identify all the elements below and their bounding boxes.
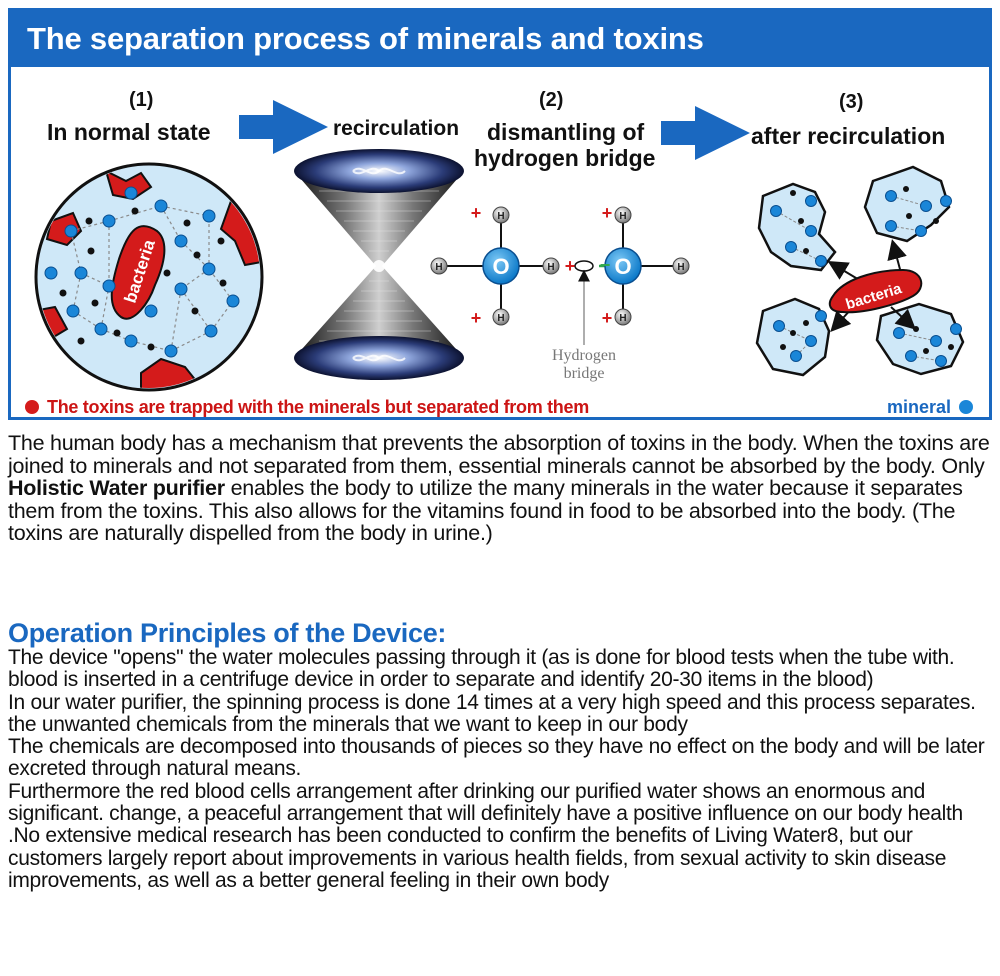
centrifuge-vortex-graphic	[294, 149, 464, 380]
step-1-number: (1)	[129, 89, 154, 111]
principle-paragraph: The device "opens" the water molecules p…	[8, 646, 955, 692]
oxygen-atom-1: O	[492, 254, 509, 279]
after-recirculation-clusters: bacteria	[755, 165, 965, 377]
positive-charge: +	[602, 308, 613, 328]
step-2-label-line2: hydrogen bridge	[474, 145, 656, 171]
positive-charge: +	[471, 203, 482, 223]
mineral-legend-dot	[959, 400, 973, 414]
hydrogen-atom: H	[547, 262, 554, 273]
positive-charge: +	[471, 308, 482, 328]
hydrogen-atom: H	[677, 262, 684, 273]
intro-paragraph: The human body has a mechanism that prev…	[8, 432, 998, 545]
oxygen-atom-2: O	[614, 254, 631, 279]
recirculation-label: recirculation	[333, 117, 460, 140]
step-2-label-line1: dismantling of	[487, 119, 645, 145]
negative-charge: −	[600, 255, 611, 275]
principle-paragraph: In our water purifier, the spinning proc…	[8, 690, 976, 736]
intro-text-2: enables the body to utilize the many min…	[8, 476, 963, 545]
toxins-caption: The toxins are trapped with the minerals…	[25, 397, 589, 418]
hydrogen-bridge-label-line1: Hydrogen	[552, 347, 616, 364]
step-3-label: after recirculation	[751, 123, 946, 149]
section-heading: Operation Principles of the Device:	[8, 618, 447, 648]
title-banner: The separation process of minerals and t…	[11, 11, 989, 67]
diagram-panel: The separation process of minerals and t…	[8, 8, 992, 420]
normal-state-cell: bacteria	[34, 162, 264, 392]
hydrogen-bridge-label-line2: bridge	[564, 365, 605, 382]
process-arrow-2	[661, 106, 750, 160]
principle-paragraph: .No extensive medical research has been …	[8, 824, 947, 892]
mineral-legend: mineral	[887, 397, 973, 418]
diagram-artwork: bacteria O O H H	[34, 100, 965, 392]
step-3-number: (3)	[839, 91, 864, 113]
mineral-legend-text: mineral	[886, 397, 951, 417]
toxin-legend-dot	[25, 400, 39, 414]
step-1-label: In normal state	[47, 119, 211, 145]
hydrogen-atom: H	[619, 313, 626, 324]
water-molecule-diagram: O O H H H H H H H + + + + +	[430, 203, 690, 382]
product-name: Holistic Water purifier	[8, 476, 225, 500]
hydrogen-atom: H	[497, 313, 504, 324]
intro-text-1: The human body has a mechanism that prev…	[8, 431, 990, 478]
principle-paragraph: The chemicals are decomposed into thousa…	[8, 735, 985, 781]
toxins-caption-text: The toxins are trapped with the minerals…	[47, 397, 589, 417]
process-arrow-1	[239, 100, 328, 154]
diagram-title: The separation process of minerals and t…	[27, 21, 704, 56]
step-2-number: (2)	[539, 89, 564, 111]
principle-paragraph: Furthermore the red blood cells arrangem…	[8, 779, 963, 826]
positive-charge: +	[602, 203, 613, 223]
hydrogen-atom: H	[435, 262, 442, 273]
hydrogen-atom: H	[497, 211, 504, 222]
hydrogen-atom: H	[619, 211, 626, 222]
operation-principles-text: The device "opens" the water molecules p…	[8, 646, 998, 892]
positive-charge: +	[565, 256, 576, 276]
